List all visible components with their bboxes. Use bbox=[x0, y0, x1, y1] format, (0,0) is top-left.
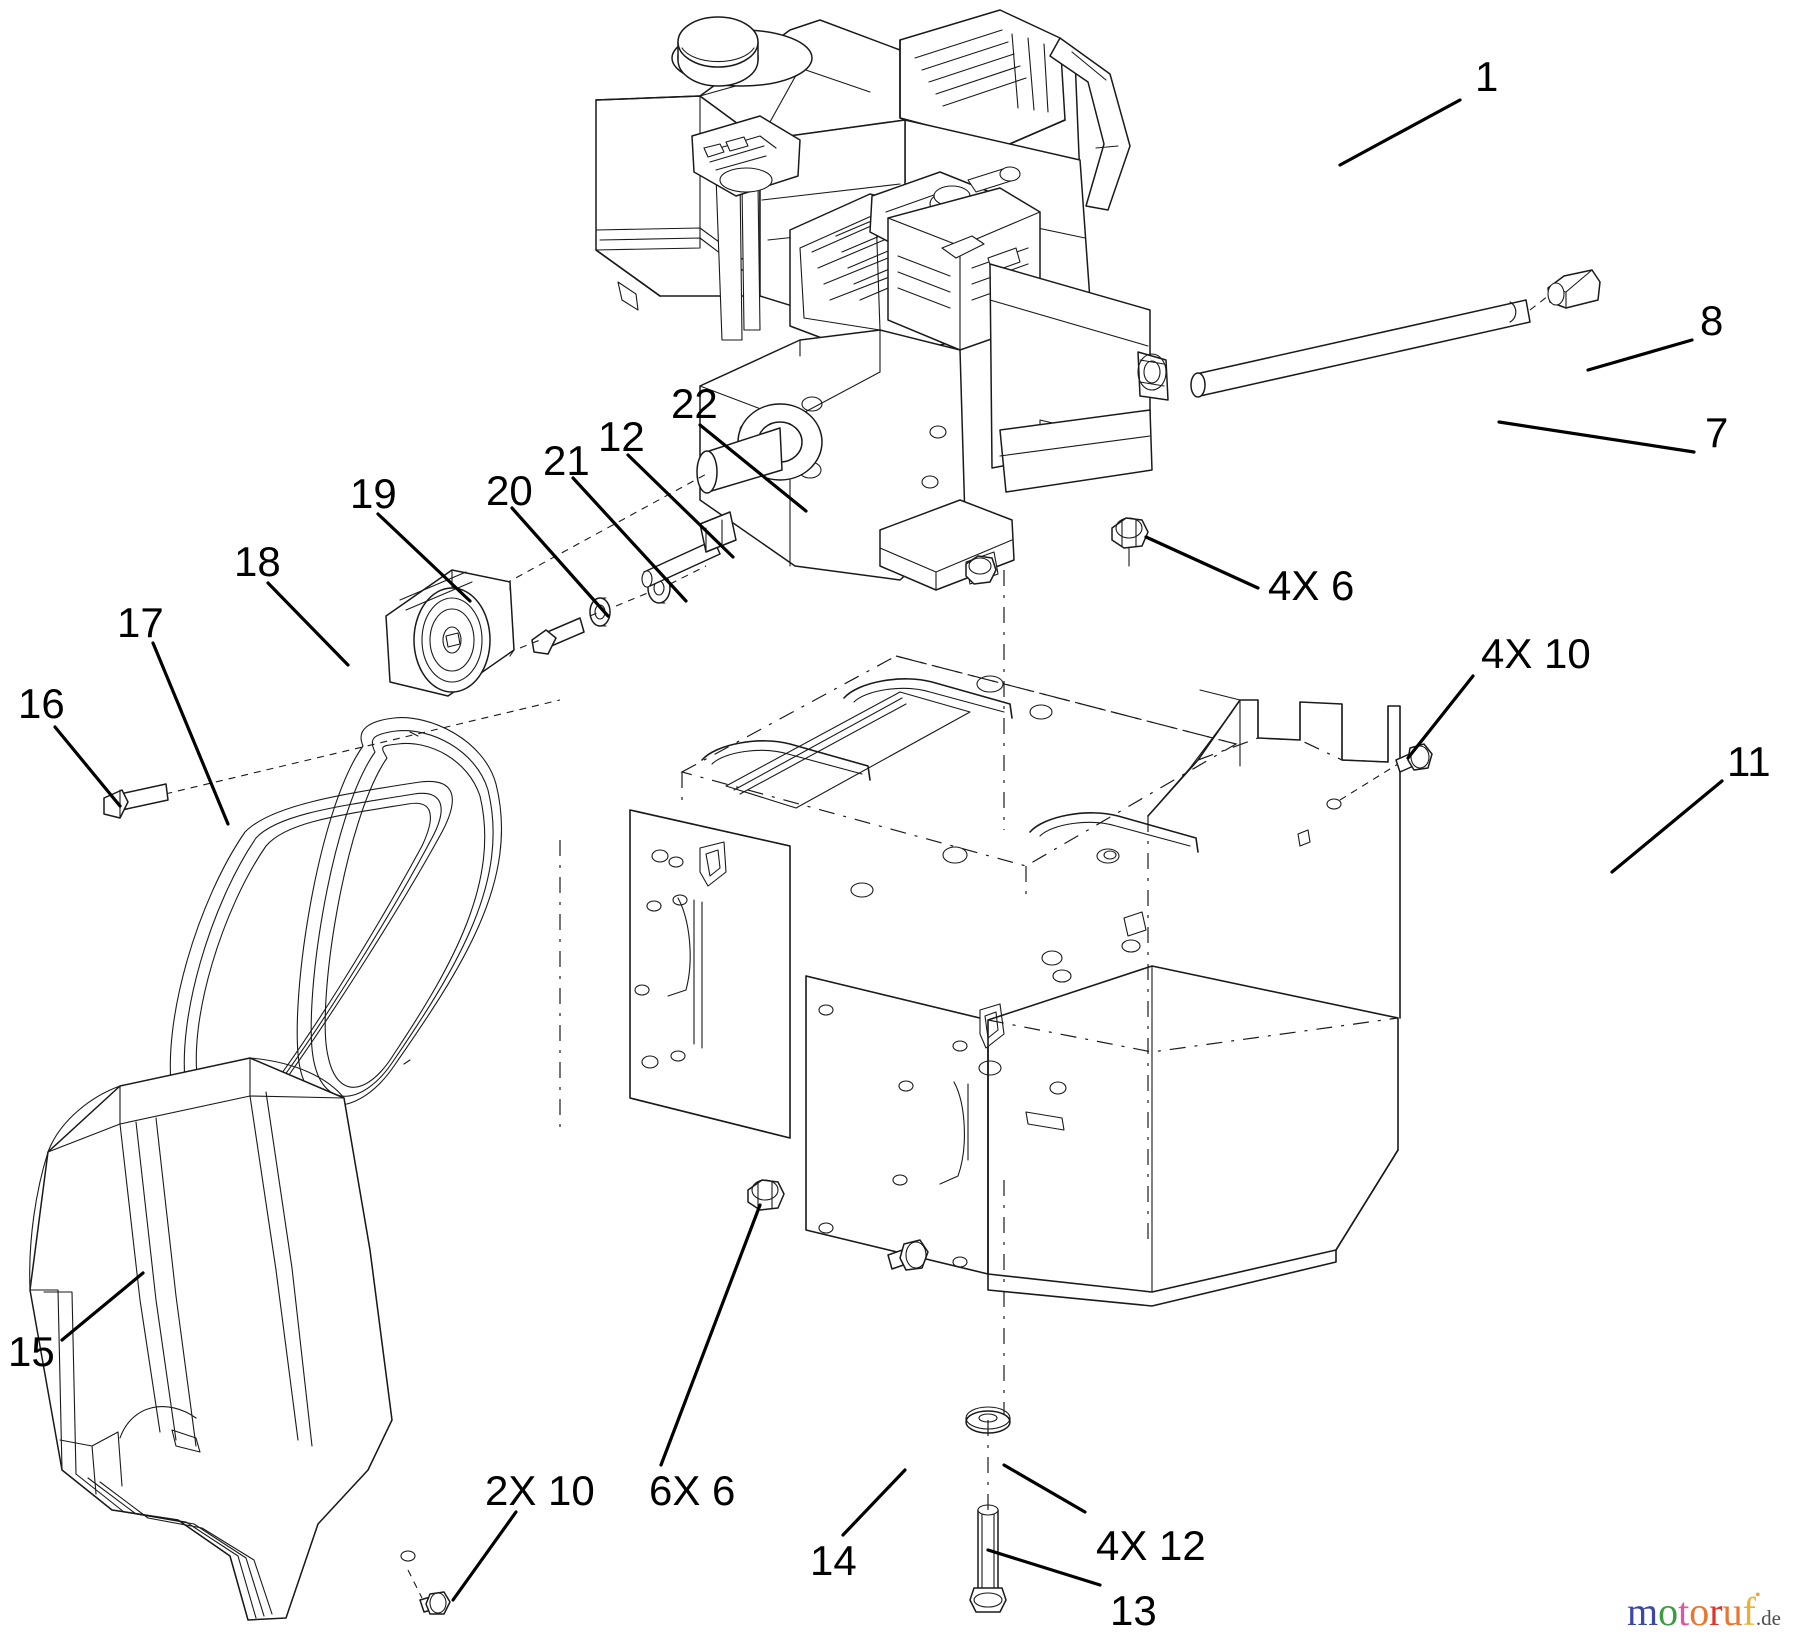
watermark-letter: r bbox=[1709, 1589, 1723, 1634]
callout-label-6x-6: 6X 6 bbox=[649, 1467, 736, 1514]
callout-label-21: 21 bbox=[543, 437, 590, 484]
callout-label-8: 8 bbox=[1700, 297, 1724, 344]
leader-line-7 bbox=[1497, 420, 1696, 454]
leader-line-20 bbox=[510, 506, 610, 618]
callout-label-15: 15 bbox=[8, 1328, 55, 1375]
leader-line-6x-6 bbox=[659, 1203, 762, 1467]
drive-belt-18 bbox=[296, 717, 503, 1106]
leader-line-18 bbox=[266, 581, 350, 667]
callout-label-14: 14 bbox=[810, 1537, 857, 1584]
leader-line-12 bbox=[626, 453, 735, 559]
callout-label-7: 7 bbox=[1705, 409, 1729, 456]
callout-label-16: 16 bbox=[18, 680, 65, 727]
leader-line-15 bbox=[60, 1271, 145, 1342]
leader-line-21 bbox=[571, 476, 688, 603]
callout-label-17: 17 bbox=[117, 599, 164, 646]
leader-line-8 bbox=[1586, 338, 1694, 372]
callout-label-12: 12 bbox=[598, 413, 645, 460]
leader-line-4x-6 bbox=[1144, 535, 1260, 590]
watermark-letter: t bbox=[1678, 1589, 1690, 1634]
watermark-letter: m bbox=[1627, 1589, 1659, 1634]
drive-pulley-19 bbox=[385, 569, 515, 697]
leader-line-14 bbox=[841, 1468, 907, 1537]
callout-label-18: 18 bbox=[234, 538, 281, 585]
hardware-parts bbox=[407, 517, 1433, 1615]
callout-label-20: 20 bbox=[486, 467, 533, 514]
watermark-letter: o bbox=[1658, 1589, 1679, 1634]
leader-line-11 bbox=[1610, 779, 1724, 874]
engine-assembly bbox=[595, 9, 1169, 591]
callout-label-22: 22 bbox=[671, 380, 718, 427]
watermark-letter: o bbox=[1689, 1589, 1710, 1634]
callout-label-4x-10: 4X 10 bbox=[1481, 630, 1591, 677]
leader-line-17 bbox=[151, 641, 230, 826]
leader-line-2x-10 bbox=[451, 1510, 518, 1602]
leader-line-13 bbox=[986, 1548, 1102, 1587]
callout-label-1: 1 bbox=[1475, 53, 1499, 100]
chute-crank-shaft-and-cap bbox=[1190, 269, 1601, 398]
watermark-suffix: .de bbox=[1755, 1606, 1781, 1630]
callout-label-2x-10: 2X 10 bbox=[485, 1467, 595, 1514]
carriage-bolt-16 bbox=[103, 783, 169, 819]
motoruf-watermark: motoruf• .de bbox=[1627, 1588, 1781, 1634]
callout-label-4x-12: 4X 12 bbox=[1096, 1522, 1206, 1569]
callout-leader-lines bbox=[53, 98, 1724, 1602]
leader-line-1 bbox=[1338, 98, 1462, 167]
callout-label-19: 19 bbox=[350, 470, 397, 517]
callout-label-4x-6: 4X 6 bbox=[1268, 562, 1355, 609]
belt-cover-15 bbox=[29, 1057, 416, 1621]
watermark-letter: f bbox=[1742, 1589, 1756, 1634]
pulley-hardware bbox=[519, 511, 737, 655]
leader-line-4x-10 bbox=[1406, 674, 1475, 760]
drive-belt-17 bbox=[169, 780, 453, 1138]
leader-line-16 bbox=[53, 725, 122, 808]
leader-line-4x-12 bbox=[1002, 1463, 1087, 1514]
frame-housing-11 bbox=[629, 655, 1401, 1307]
leader-line-22 bbox=[698, 423, 808, 513]
callout-label-13: 13 bbox=[1110, 1587, 1157, 1634]
watermark-dot: • bbox=[1755, 1587, 1761, 1604]
callout-label-11: 11 bbox=[1727, 738, 1771, 785]
watermark-letter: u bbox=[1722, 1589, 1743, 1634]
leader-line-19 bbox=[376, 512, 472, 603]
